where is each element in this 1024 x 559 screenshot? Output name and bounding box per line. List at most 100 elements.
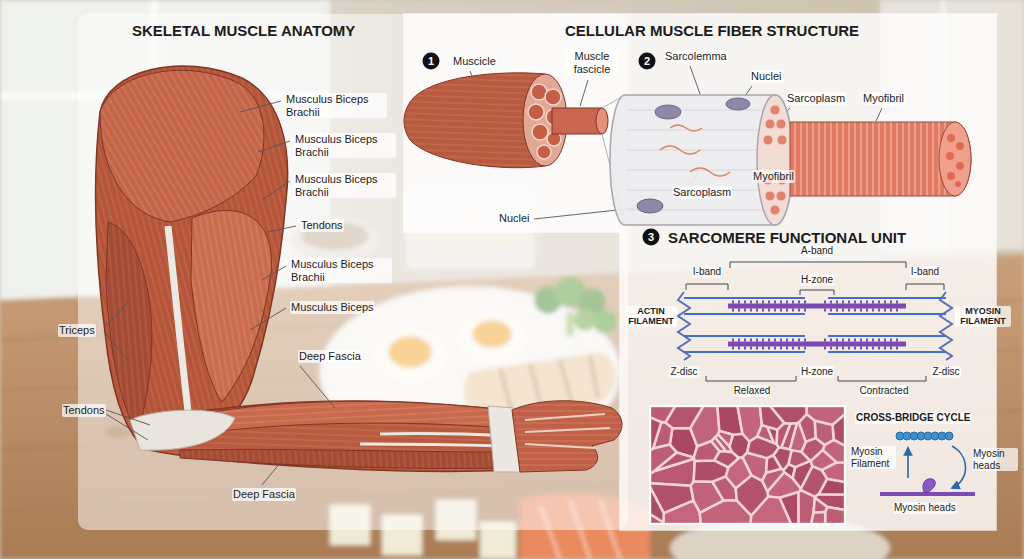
section-heading: CELLULAR MUSCLE FIBER STRUCTURE: [565, 22, 859, 39]
arm-illustration: [180, 449, 510, 468]
muscle-fiber-cylinder: [765, 119, 775, 129]
micrograph-cell: [718, 431, 733, 447]
cross-bridge-symbol: [923, 479, 935, 492]
part-label: I-band: [910, 266, 940, 278]
myofibril-rod: [939, 122, 971, 196]
part-label: Myofibril: [752, 170, 795, 183]
part-label: Muscicle: [452, 55, 497, 68]
part-label: Nuclei: [498, 212, 531, 225]
muscle-fiber-cylinder: [655, 105, 681, 119]
muscle-fiber-cylinder: [757, 95, 793, 225]
muscle-fiber-cylinder: [777, 135, 787, 145]
section-heading: CROSS-BRIDGE CYCLE: [855, 412, 971, 424]
cross-bridge-symbol: [896, 432, 953, 440]
muscle-fiber-cylinder: [610, 95, 793, 225]
micrograph-cell: [650, 487, 664, 522]
part-label: Musculus Biceps: [290, 301, 375, 314]
sarcomere-diagram: [728, 306, 906, 344]
muscle-cross-section: [537, 145, 551, 159]
part-label: Sarcoplasm: [672, 186, 732, 199]
arm-illustration: [168, 226, 190, 430]
micrograph: [650, 406, 845, 524]
micrograph-cell: [650, 406, 675, 422]
leader-line: [876, 108, 882, 121]
arm-illustration: [96, 66, 288, 444]
cross-bridge-symbol: [952, 446, 966, 488]
part-label: Myosin Filament: [850, 446, 896, 469]
part-label: Z-disc: [931, 366, 960, 378]
muscle-cross-section: [552, 108, 602, 134]
cross-bridge-symbol: [907, 448, 909, 478]
myofibril-rod: [956, 162, 964, 170]
part-label: Deep Fascia: [298, 350, 362, 363]
micrograph-cell: [811, 512, 825, 524]
callout-number: 2: [638, 52, 656, 70]
diagram-title: SKELETAL MUSCLE ANATOMY: [132, 22, 355, 39]
micrograph-cell: [777, 423, 791, 447]
part-label: Contracted: [859, 385, 910, 397]
sarcomere-diagram: [732, 302, 902, 348]
leader-line: [106, 410, 150, 440]
micrograph-cell: [789, 450, 811, 467]
panel: [78, 14, 628, 530]
micrograph-cell: [650, 406, 845, 524]
leader-line: [262, 266, 286, 280]
muscle-fiber-cylinder: [660, 125, 730, 176]
sarcomere-diagram: [800, 290, 834, 295]
section-heading: SARCOMERE FUNCTIONAL UNIT: [668, 229, 906, 246]
arm-illustration: [100, 70, 264, 222]
micrograph-cell: [825, 507, 845, 524]
part-label: Muscle fascicle: [565, 50, 619, 75]
part-label: H-zone: [800, 366, 834, 378]
myofibril-rod: [946, 134, 964, 187]
muscle-cross-section: [532, 124, 548, 140]
myofibril-rod: [790, 122, 971, 196]
muscle-fiber-cylinder: [763, 135, 773, 145]
callout-number: 3: [642, 228, 660, 246]
myofibril-rod: [946, 152, 954, 160]
callout-circle-shape: [639, 53, 656, 70]
sarcomere-diagram: [728, 302, 906, 348]
part-label: ACTIN FILAMENT: [625, 306, 677, 327]
part-label: Sarcolemma: [664, 50, 728, 63]
arm-illustration: [106, 222, 152, 432]
micrograph-cell: [700, 501, 751, 524]
sarcomere-diagram: [940, 292, 952, 360]
part-label: Musculus Biceps Brachii: [294, 173, 396, 198]
part-label: A-band: [800, 245, 834, 257]
muscle-fiber-cylinder: [626, 110, 772, 210]
part-label: Tendons: [62, 404, 106, 417]
myofibril-rod: [955, 181, 961, 187]
arm-illustration: [200, 401, 505, 432]
leader-line: [262, 181, 290, 200]
part-label: Deep Fascia: [232, 488, 296, 501]
leader-line: [104, 300, 130, 360]
leader-line: [580, 80, 588, 106]
leader-line: [262, 463, 280, 485]
panel: [404, 14, 996, 530]
myofibril-rod: [947, 134, 955, 142]
part-label: I-band: [692, 266, 722, 278]
micrograph-frame: [650, 406, 845, 524]
callout-circle: 1: [422, 52, 440, 70]
muscle-fiber-cylinder: [763, 105, 787, 215]
arm-illustration: [512, 401, 622, 472]
sarcomere-diagram: [678, 262, 952, 381]
part-label: Tendons: [300, 219, 344, 232]
muscle-fiber-cylinder: [726, 98, 750, 110]
leader-line: [690, 66, 700, 94]
callout-circle-shape: [643, 229, 660, 246]
muscle-fiber-cylinder: [637, 199, 663, 213]
micrograph-cell: [790, 422, 806, 451]
part-label: H-zone: [800, 274, 834, 286]
arm-illustration: [96, 66, 622, 472]
muscle-fiber-cylinder: [610, 95, 793, 225]
myofibril-rod: [790, 122, 971, 196]
muscle-cross-section: [528, 104, 544, 120]
muscle-fiber-cylinder: [776, 119, 786, 129]
micrograph-cell: [815, 421, 834, 445]
